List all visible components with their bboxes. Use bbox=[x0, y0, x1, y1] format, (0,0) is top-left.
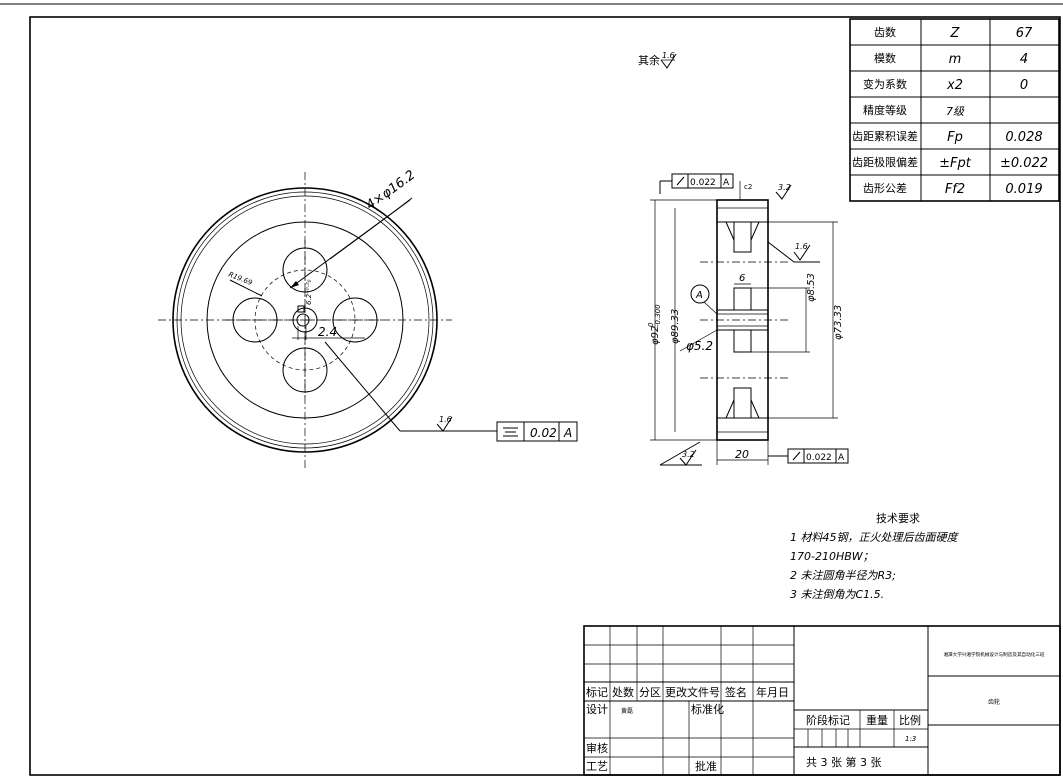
technical-requirements: 技术要求 1 材料45钢，正火处理后齿面硬度 170-210HBW； 2 未注圆… bbox=[790, 512, 959, 601]
keyway-height-dim: 6.2⁺⁰·²₀ bbox=[305, 279, 313, 305]
outer-circle bbox=[172, 187, 438, 453]
tb-header-sign: 签名 bbox=[725, 685, 747, 699]
tb-scale: 比例 bbox=[899, 713, 921, 727]
param-value-2: 0 bbox=[1020, 78, 1028, 93]
web-roughness: 1.6 bbox=[795, 242, 808, 251]
top-runout-fcf: 0.022 A bbox=[659, 173, 734, 194]
rim-dim: φ73.33 bbox=[833, 305, 844, 340]
tb-designer: 黄磊 bbox=[621, 707, 633, 715]
param-symbol-2: x2 bbox=[946, 78, 963, 93]
drawing-border bbox=[29, 16, 1061, 776]
tech-req-line-4: 3 未注倒角为C1.5. bbox=[790, 588, 884, 601]
flatness-datum: A bbox=[563, 426, 572, 440]
roughness-symbol-icon bbox=[793, 244, 811, 261]
param-symbol-1: m bbox=[949, 52, 962, 67]
top-fcf-tolerance: 0.022 bbox=[690, 178, 716, 188]
front-roughness-value: 1.6 bbox=[439, 415, 452, 424]
hub-width-dim: 6 bbox=[739, 273, 745, 284]
datum-a-label: A bbox=[695, 290, 703, 301]
param-symbol-6: Ff2 bbox=[945, 182, 965, 197]
flatness-tolerance: 0.02 bbox=[530, 426, 557, 440]
roughness-symbol-icon bbox=[775, 184, 792, 200]
bore-circle bbox=[296, 313, 310, 327]
tech-req-line-1: 1 材料45钢，正火处理后齿面硬度 bbox=[790, 531, 959, 544]
bottom-fcf-tolerance: 0.022 bbox=[806, 453, 832, 463]
width-dim: 20 bbox=[735, 448, 749, 461]
od-dim-tol-upper: 0 bbox=[647, 322, 655, 327]
param-name-4: 齿距累积误差 bbox=[852, 129, 918, 143]
datum-a-bubble bbox=[690, 284, 710, 304]
od-dim-tol-lower: -0.300 bbox=[654, 304, 662, 327]
tb-stage-mark: 阶段标记 bbox=[806, 713, 850, 727]
tb-header-zone: 分区 bbox=[639, 686, 661, 699]
roughness-symbol-icon bbox=[679, 449, 697, 466]
tb-review: 审核 bbox=[586, 741, 608, 755]
tb-header-date: 年月日 bbox=[756, 685, 789, 699]
param-symbol-4: Fp bbox=[947, 130, 963, 145]
pitch-dim: φ89.33 bbox=[670, 309, 681, 344]
tb-weight: 重量 bbox=[866, 713, 888, 727]
roughness-symbol-icon bbox=[660, 53, 677, 69]
title-block: 标记 处数 分区 更改文件号 签名 年月日 设计 标准化 审核 工艺 批准 阶段… bbox=[583, 625, 1061, 776]
tb-sheets: 共 3 张 第 3 张 bbox=[806, 755, 881, 769]
surface-note-prefix: 其余 bbox=[638, 53, 660, 67]
chamfer-label: c2 bbox=[744, 183, 752, 191]
surface-finish-note: 其余 1.6 bbox=[638, 51, 677, 69]
hub-circle bbox=[292, 307, 318, 333]
param-value-5: ±0.022 bbox=[1000, 156, 1048, 171]
tb-design: 设计 bbox=[586, 703, 608, 716]
tb-process: 工艺 bbox=[586, 760, 608, 773]
tb-part-name: 齿轮 bbox=[988, 698, 1000, 706]
roughness-symbol-icon bbox=[436, 416, 453, 432]
holes-callout: 4×φ16.2 bbox=[364, 168, 419, 213]
keyway bbox=[297, 305, 305, 313]
gear-section-view: 0.022 A c2 3.2 1.6 A φ92 0 -0.300 φ89.33… bbox=[647, 173, 849, 466]
param-symbol-0: Z bbox=[950, 26, 961, 41]
tech-req-title: 技术要求 bbox=[876, 512, 920, 525]
tb-scale-value: 1:3 bbox=[905, 735, 916, 743]
top-roughness: 3.2 bbox=[778, 183, 791, 192]
tb-school: 湘潭大学兴湘学院机械设计与制造及其自动化三班 bbox=[943, 651, 1044, 658]
tb-header-mark: 标记 bbox=[586, 685, 608, 699]
param-name-6: 齿形公差 bbox=[863, 181, 907, 195]
param-value-0: 67 bbox=[1016, 26, 1033, 41]
param-name-0: 齿数 bbox=[874, 26, 896, 39]
tech-req-line-3: 2 未注圆角半径为R3; bbox=[790, 569, 896, 582]
param-value-6: 0.019 bbox=[1005, 182, 1042, 197]
tb-approve: 批准 bbox=[695, 759, 717, 773]
rim-circle bbox=[206, 221, 404, 419]
param-name-3: 精度等级 bbox=[863, 103, 907, 117]
tb-header-doc: 更改文件号 bbox=[665, 685, 720, 699]
param-symbol-5: ±Fpt bbox=[939, 156, 972, 171]
param-value-4: 0.028 bbox=[1005, 130, 1042, 145]
param-name-5: 齿距极限偏差 bbox=[852, 155, 918, 169]
param-name-2: 变为系数 bbox=[863, 77, 907, 91]
gear-front-view: 4×φ16.2 R19.69 6.2⁺⁰·²₀ 2.4 1.6 0.02 A bbox=[158, 168, 578, 468]
bottom-runout-fcf: 0.022 A bbox=[768, 448, 849, 464]
param-symbol-3: 7级 bbox=[946, 105, 965, 118]
surface-note-value: 1.6 bbox=[662, 51, 675, 60]
od-dim-main: φ92 bbox=[650, 326, 661, 345]
param-value-1: 4 bbox=[1020, 52, 1028, 67]
bottom-roughness: 3.2 bbox=[682, 450, 695, 459]
top-fcf-datum: A bbox=[723, 178, 730, 188]
gear-parameter-table: 齿数 模数 变为系数 精度等级 齿距累积误差 齿距极限偏差 齿形公差 Z m x… bbox=[849, 18, 1060, 202]
bore-dim: φ5.2 bbox=[686, 339, 713, 353]
tb-header-count: 处数 bbox=[612, 686, 634, 699]
param-name-1: 模数 bbox=[874, 52, 896, 65]
hub-dim: φ8.53 bbox=[806, 273, 817, 302]
tech-req-line-2: 170-210HBW； bbox=[790, 550, 874, 563]
keyway-width-dim: 2.4 bbox=[318, 325, 337, 339]
bottom-fcf-datum: A bbox=[838, 453, 845, 463]
tb-standardization: 标准化 bbox=[691, 702, 724, 716]
flatness-fcf: 0.02 A bbox=[496, 421, 578, 442]
